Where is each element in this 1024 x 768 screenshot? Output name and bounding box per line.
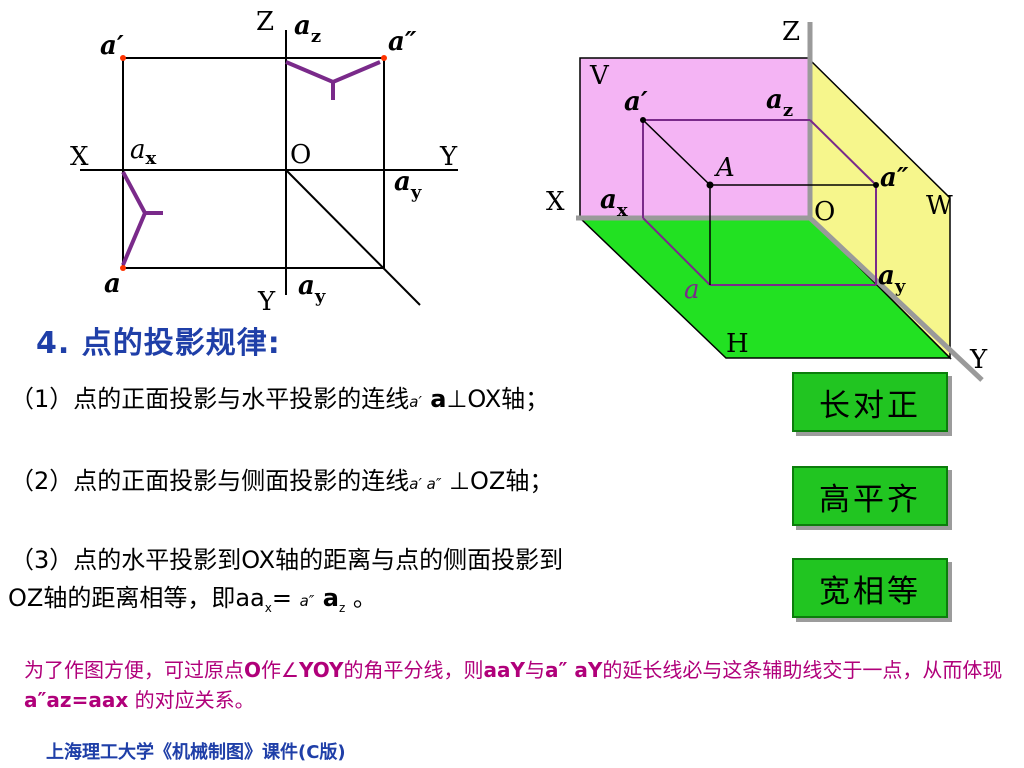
bisector-line: [285, 169, 421, 306]
note-bold-2: YOY: [298, 658, 344, 682]
rule-1-italic: a′: [409, 393, 422, 411]
label-a-z: az: [294, 11, 321, 47]
label-a-x-3d: ax: [600, 185, 628, 221]
course-footer: 上海理工大学《机械制图》课件(C版): [46, 742, 346, 763]
projection-diagram-2d: Z X Y Y O a′ az a″ ax ay a ay: [70, 7, 458, 317]
plane-w-label: W: [926, 191, 953, 221]
label-a-y-right: ay: [394, 167, 422, 203]
note-bold-3: aaY: [483, 658, 525, 682]
label-a-y-down: ay: [298, 271, 326, 307]
label-a-double-prime-3d: a″: [880, 163, 909, 193]
rule-3-line1: （3）点的水平投影到OX轴的距离与点的侧面投影到: [10, 546, 564, 574]
rule-1-suffix: ⊥OX轴；: [446, 385, 550, 413]
note-part-4: 与: [524, 658, 545, 682]
label-a: a: [104, 269, 121, 299]
label-a-double-prime: a″: [388, 27, 417, 57]
proj-az-a-double-prime: [809, 119, 877, 186]
distance-mark-left: [121, 171, 148, 266]
label-a-3d: a: [684, 275, 700, 305]
label-a-z-3d: az: [766, 85, 793, 121]
rule-3-line2-bold: a: [314, 584, 339, 612]
note-part-5: 的延长线必与这条辅助线交于一点，从而体现: [602, 658, 1003, 682]
section-heading: 4. 点的投影规律:: [36, 326, 281, 361]
plane-v-label: V: [589, 61, 610, 91]
rule-1-prefix: （1）点的正面投影与水平投影的连线: [10, 385, 410, 413]
axis-x-label-3d: X: [546, 187, 565, 217]
distance-mark-top: [285, 60, 381, 85]
rule-2-italic: a′ a″: [409, 475, 442, 493]
label-a-prime: a′: [100, 31, 124, 61]
tag-height-level: 高平齐: [792, 466, 948, 526]
note-part-3: 的角平分线，则: [343, 658, 484, 682]
rule-1-bold: a: [421, 385, 447, 413]
rule-3-sub-x: x: [264, 600, 272, 615]
point-a-prime-dot-3d: [640, 117, 646, 123]
proj-ax-a: [642, 217, 711, 286]
rule-3-line2: OZ轴的距离相等，即aax= a″ az 。: [8, 581, 563, 625]
construction-note: 为了作图方便，可过原点O作∠YOY的角平分线，则aaY与a″ aY的延长线必与这…: [24, 655, 1024, 715]
axis-y-right-label: Y: [439, 142, 458, 172]
origin-label: O: [290, 140, 311, 170]
rule-1: （1）点的正面投影与水平投影的连线a′ a⊥OX轴；: [10, 382, 549, 419]
note-part-1: 为了作图方便，可过原点: [24, 658, 244, 682]
rule-3-line2-prefix: OZ轴的距离相等，即aa: [8, 584, 265, 612]
rule-3-sub-z: z: [338, 600, 346, 615]
rule-2: （2）点的正面投影与侧面投影的连线a′ a″ ⊥OZ轴；: [10, 464, 553, 501]
tag-width-equal: 宽相等: [792, 558, 948, 618]
tag-length-aligned: 长对正: [792, 372, 948, 432]
point-a-double-prime-dot: [381, 55, 387, 61]
axis-z-label-3d: Z: [782, 17, 800, 47]
rule-2-suffix: ⊥OZ轴；: [441, 467, 554, 495]
label-a-x: ax: [130, 135, 157, 169]
note-bold-5: a″az=aax: [24, 688, 129, 712]
axis-y-down-label: Y: [257, 287, 276, 317]
rule-3: （3）点的水平投影到OX轴的距离与点的侧面投影到 OZ轴的距离相等，即aax= …: [8, 543, 564, 625]
point-a-dot: [120, 265, 126, 271]
proj-A-a-prime: [642, 119, 711, 186]
rule-3-line2-mid: =: [271, 584, 300, 612]
projection-diagram-3d: Z X Y O V W H a′ az A a″ ax a ay: [546, 17, 988, 382]
point-A-dot: [706, 181, 714, 189]
rule-2-prefix: （2）点的正面投影与侧面投影的连线: [10, 467, 410, 495]
origin-label-3d: O: [814, 197, 835, 227]
axis-y-label-3d: Y: [969, 345, 988, 375]
rule-3-line2-suffix: 。: [345, 584, 377, 612]
axis-x-label: X: [70, 142, 89, 172]
note-bold-1: O: [244, 658, 262, 682]
axis-y-line-3d: [808, 216, 984, 382]
label-a-y-3d: ay: [878, 261, 906, 297]
point-a-double-prime-dot-3d: [873, 182, 879, 188]
rule-3-line2-italic: a″: [299, 592, 315, 610]
plane-h-label: H: [726, 329, 749, 359]
point-a-prime-dot: [120, 55, 126, 61]
note-bold-4: a″ aY: [544, 658, 603, 682]
label-a-prime-3d: a′: [624, 87, 648, 117]
note-part-2: 作∠: [261, 658, 299, 682]
label-A: A: [714, 153, 735, 183]
axis-z-label: Z: [256, 7, 274, 37]
note-part-6: 的对应关系。: [128, 688, 255, 712]
